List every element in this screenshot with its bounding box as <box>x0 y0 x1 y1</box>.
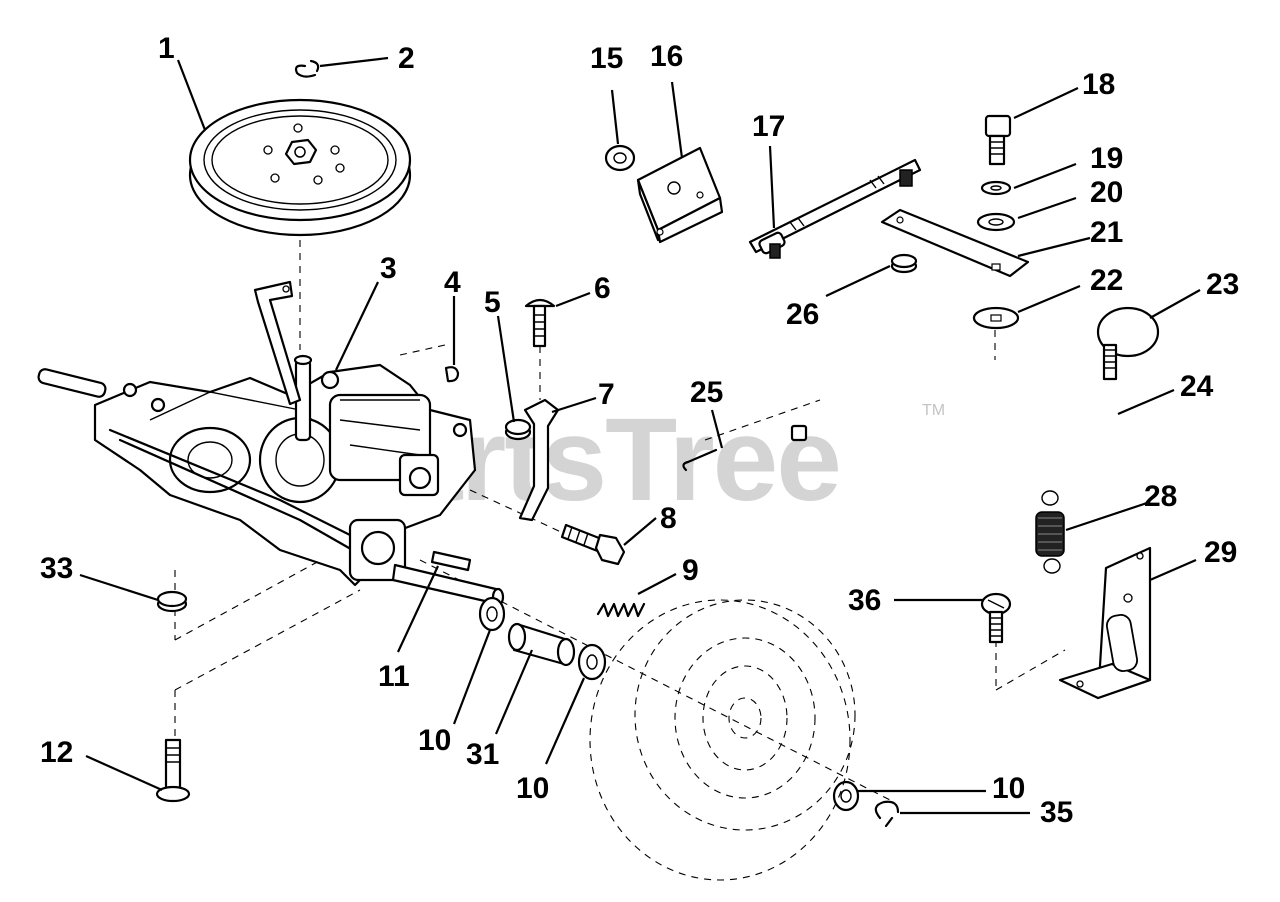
washer-10a <box>478 596 506 632</box>
callout-29: 29 <box>1204 536 1237 569</box>
pulley <box>188 98 412 237</box>
transaxle-housing <box>37 280 505 607</box>
callout-22: 22 <box>1090 264 1123 297</box>
callout-16: 16 <box>650 40 683 73</box>
callout-10-middle: 10 <box>516 772 549 805</box>
callout-labels: 1 2 3 4 5 6 7 8 9 10 10 10 11 12 15 16 1… <box>40 32 1239 829</box>
callout-26: 26 <box>786 298 819 331</box>
control-rod-17 <box>748 158 922 259</box>
callout-10-left: 10 <box>418 724 451 757</box>
lock-washer-19 <box>980 180 1012 196</box>
clip-35 <box>874 800 900 828</box>
bracket-29 <box>1058 546 1152 700</box>
bolt-18 <box>984 114 1012 166</box>
callout-31: 31 <box>466 738 499 771</box>
square-washer-22 <box>972 306 1020 330</box>
bolt-12 <box>155 738 191 803</box>
callout-5: 5 <box>484 286 501 319</box>
spring-9 <box>596 602 646 618</box>
callout-10-right: 10 <box>992 772 1025 805</box>
callout-1: 1 <box>158 32 175 65</box>
washer-10c <box>832 780 860 812</box>
callout-4: 4 <box>444 266 461 299</box>
callout-24: 24 <box>1180 370 1214 403</box>
hex-nut-5 <box>504 418 532 441</box>
wheel <box>589 599 856 881</box>
callout-15: 15 <box>590 42 623 75</box>
plate-21 <box>880 208 1030 278</box>
square-key-11 <box>430 550 472 572</box>
callout-19: 19 <box>1090 142 1123 175</box>
bracket-7 <box>518 398 560 522</box>
callout-12: 12 <box>40 736 73 769</box>
spacer-31 <box>507 622 576 667</box>
callout-6: 6 <box>594 272 611 305</box>
callout-18: 18 <box>1082 68 1115 101</box>
callout-9: 9 <box>682 554 699 587</box>
callout-11: 11 <box>378 660 410 693</box>
watermark-trademark: TM <box>922 402 945 419</box>
screw-36 <box>980 592 1012 644</box>
callout-3: 3 <box>380 252 397 285</box>
hex-bolt-8 <box>560 523 626 566</box>
washer-15 <box>604 144 636 172</box>
callout-25: 25 <box>690 376 723 409</box>
callout-17: 17 <box>752 110 785 143</box>
callout-2: 2 <box>398 42 415 75</box>
callout-8: 8 <box>660 502 677 535</box>
callout-23: 23 <box>1206 268 1239 301</box>
callout-36: 36 <box>848 584 881 617</box>
spring-28 <box>1035 490 1065 574</box>
callout-7: 7 <box>598 378 615 411</box>
flat-washer-20 <box>976 212 1016 232</box>
callout-28: 28 <box>1144 480 1177 513</box>
woodruff-key <box>444 366 460 383</box>
nut-26 <box>890 253 918 274</box>
shift-rod-24 <box>790 343 1122 487</box>
washer-10b <box>577 643 607 681</box>
angle-bracket-16 <box>636 146 724 244</box>
cotter-pin-25 <box>682 448 718 472</box>
callout-20: 20 <box>1090 176 1123 209</box>
leader-lines <box>79 56 1201 815</box>
carriage-bolt-6 <box>524 298 556 348</box>
callout-21: 21 <box>1090 216 1123 249</box>
nut-33 <box>156 590 188 613</box>
callout-33: 33 <box>40 552 73 585</box>
e-clip <box>294 59 320 78</box>
callout-35: 35 <box>1040 796 1073 829</box>
